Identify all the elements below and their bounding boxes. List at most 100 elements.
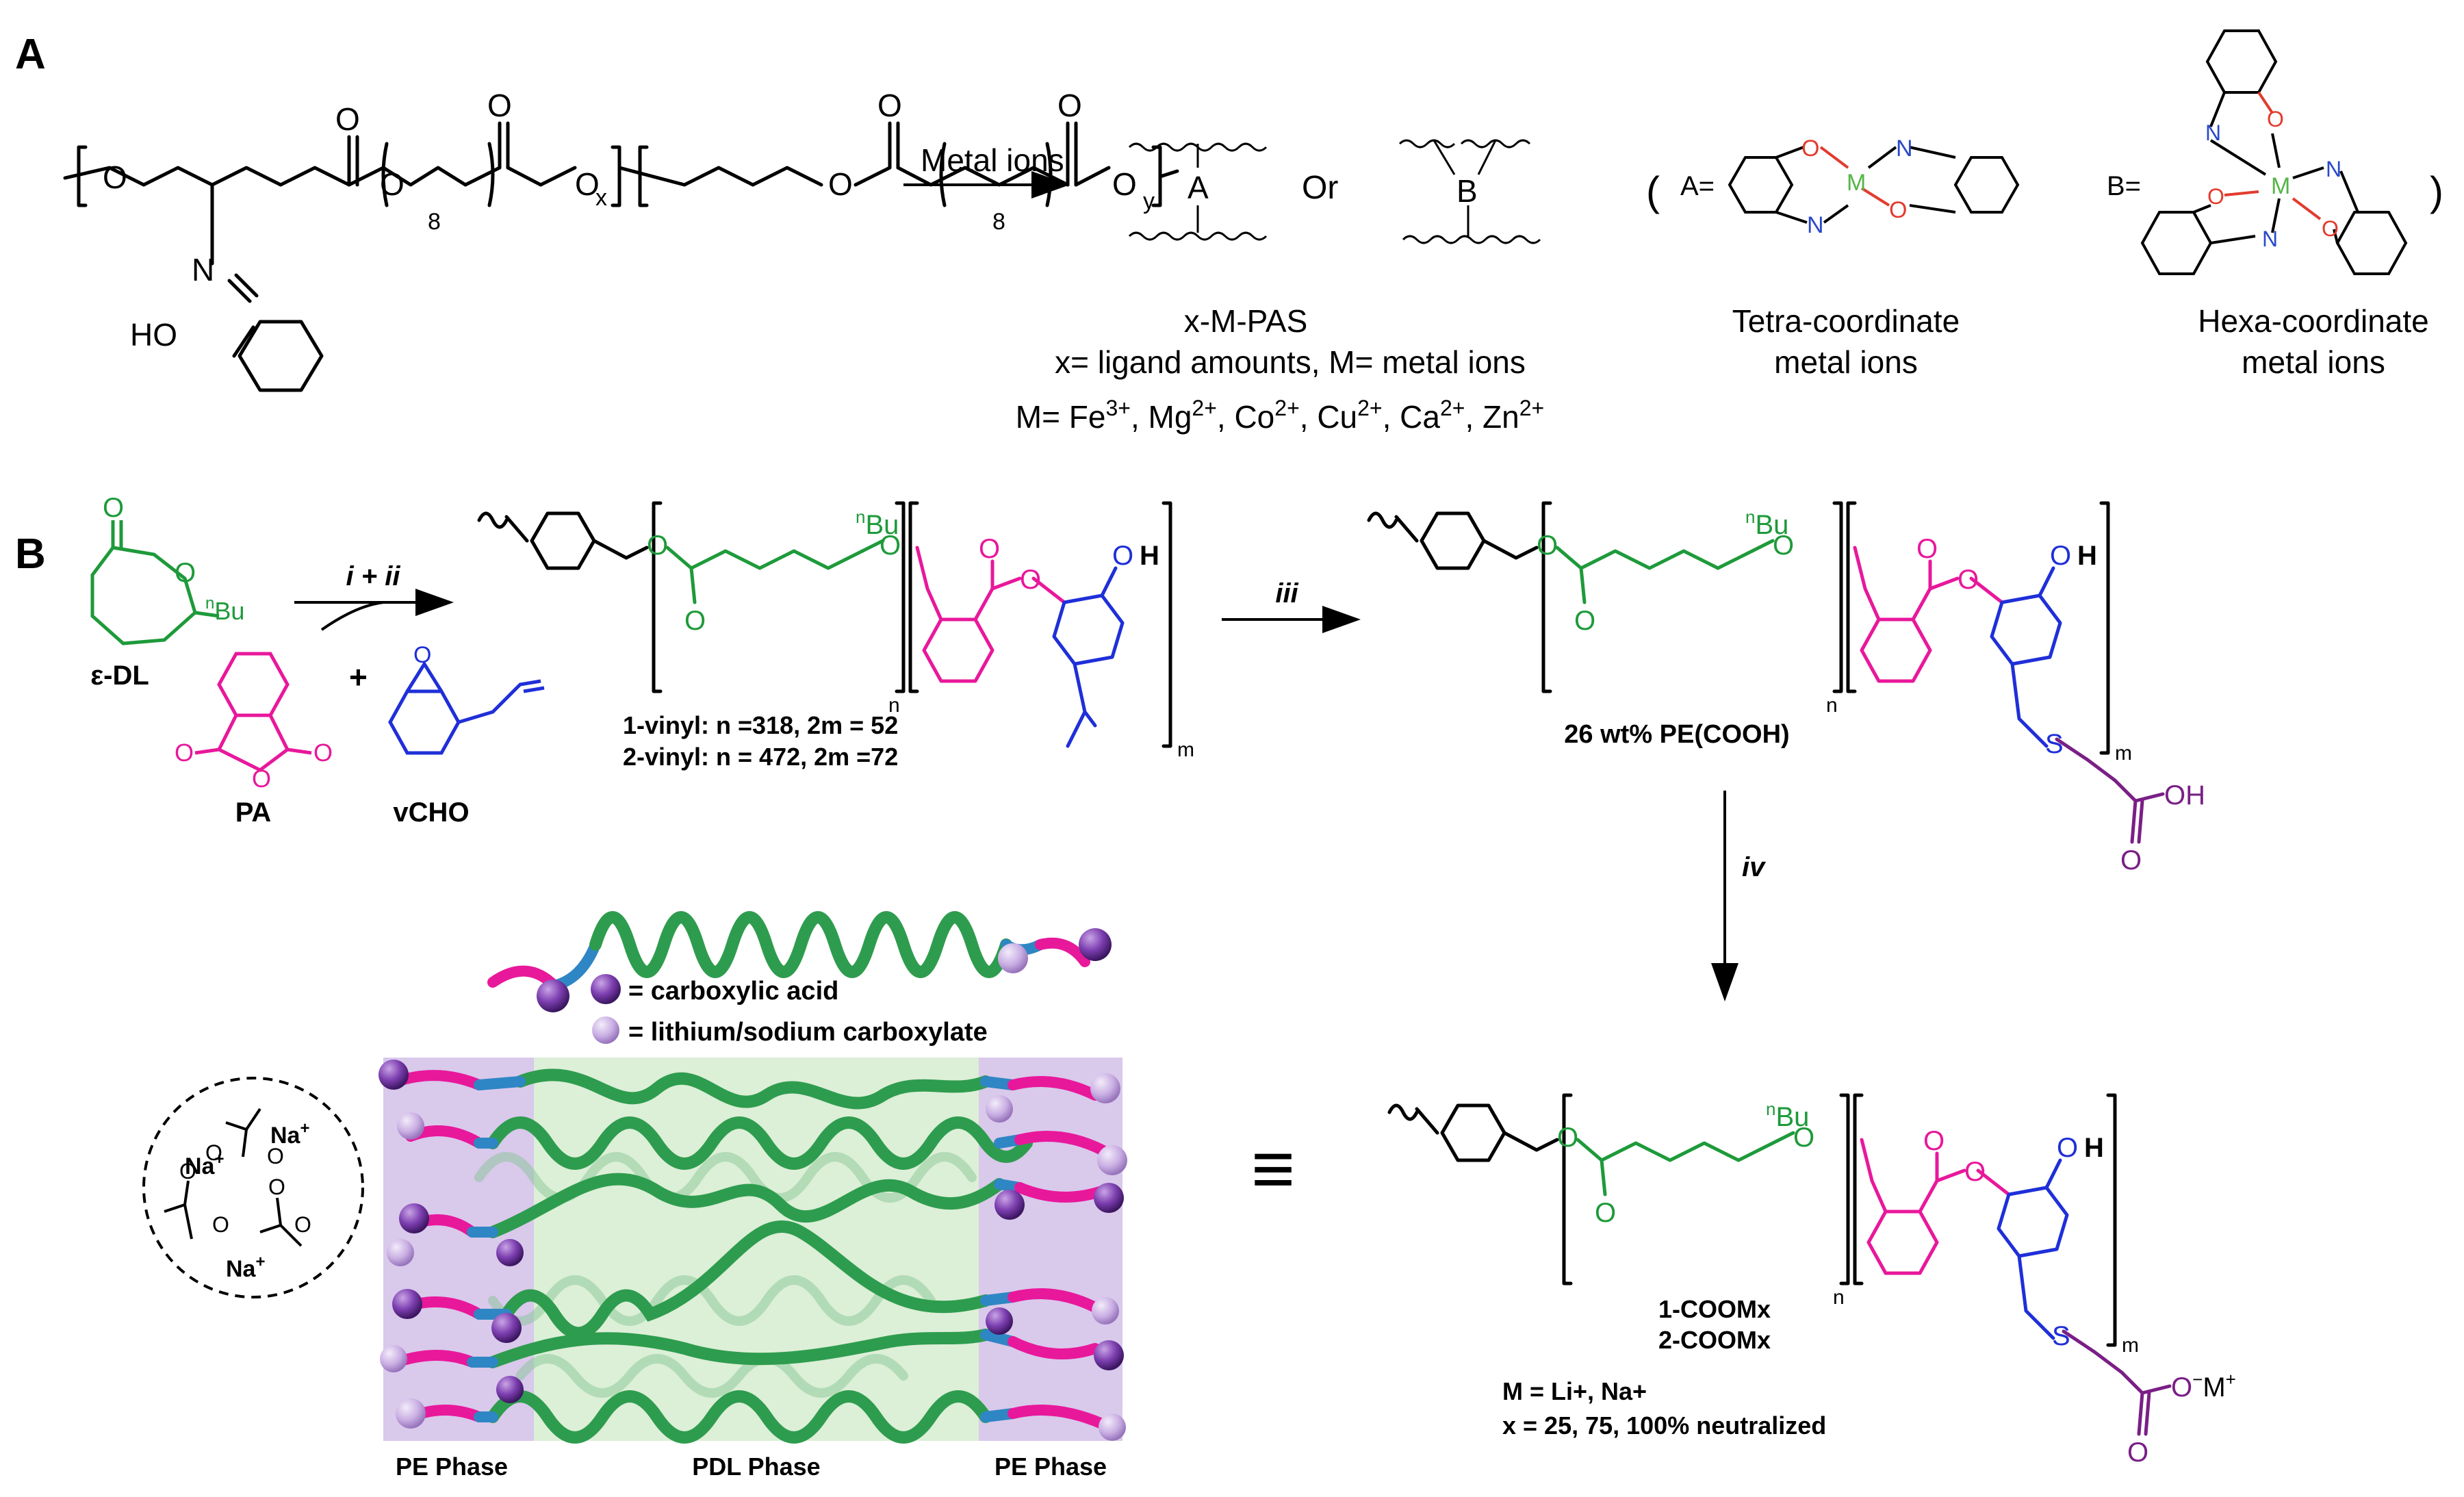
- paren-open: (: [1646, 168, 1660, 214]
- cluster-o-2: O: [267, 1144, 284, 1168]
- polymer-coo-s: S: [2052, 1321, 2070, 1351]
- svg-text:O: O: [103, 159, 127, 195]
- coom-label-1: 1-COOMx: [1658, 1295, 1771, 1323]
- polymer-vinyl-o-2: O: [684, 606, 706, 636]
- polymer-cooh-h: H: [2077, 541, 2097, 571]
- neutralization-label: x = 25, 75, 100% neutralized: [1502, 1411, 1826, 1440]
- tetra-o-1: O: [1801, 136, 1819, 162]
- node-b-letter: B: [1456, 173, 1478, 209]
- cluster-na-3: Na+: [226, 1253, 265, 1282]
- svg-text:N: N: [192, 252, 214, 287]
- polymer-cooh-o-3: O: [1773, 530, 1794, 561]
- ligand-atom-labels: O O O O 8 O x O O 8 O O y N HO: [103, 88, 1155, 353]
- svg-text:O: O: [877, 88, 902, 123]
- step-2-label: iii: [1275, 578, 1298, 609]
- dl-butyl: nBu: [205, 594, 244, 625]
- monomer-vcho-structure: [388, 661, 545, 755]
- hexa-o-top: O: [2267, 107, 2284, 131]
- phase-label-pdl: PDL Phase: [692, 1453, 820, 1481]
- polymer-vinyl-h: H: [1140, 541, 1159, 571]
- vinyl-2-composition: 2-vinyl: n = 472, 2m =72: [623, 743, 898, 771]
- tetra-label-1: Tetra-coordinate: [1732, 303, 1960, 339]
- polymer-cooh-oh: OH: [2164, 780, 2205, 810]
- hexa-n-right: N: [2326, 157, 2341, 181]
- vcho-oxygen: O: [413, 642, 431, 668]
- tetra-o-2: O: [1889, 197, 1907, 223]
- crosslink-node-a: [1128, 142, 1268, 241]
- svg-text:x: x: [595, 185, 607, 211]
- polymer-coo-o-1: O: [1557, 1123, 1578, 1153]
- dl-oxygen-ring: O: [175, 558, 196, 588]
- plus-sign: +: [349, 659, 368, 695]
- polymer-vinyl-structure: [477, 501, 1172, 748]
- polymer-coo-o-7: O: [2127, 1437, 2148, 1468]
- svg-text:HO: HO: [130, 317, 177, 353]
- monomer-dl-label: ε-DL: [90, 661, 149, 691]
- svg-text:O: O: [828, 166, 853, 202]
- legend-salt-bead: [592, 1016, 619, 1044]
- polymer-vinyl-o-3: O: [880, 530, 901, 561]
- pa-o-mid: O: [252, 765, 271, 793]
- svg-text:O: O: [1112, 166, 1137, 202]
- cluster-na-2: Na+: [185, 1150, 224, 1179]
- polymer-vinyl-sub-n: n: [888, 694, 900, 717]
- counterion-label: M = Li+, Na+: [1502, 1377, 1647, 1405]
- polymer-carboxylate-structure: [1387, 1093, 2172, 1436]
- polymer-vinyl-o-1: O: [647, 530, 668, 561]
- equivalence-symbol: ≡: [1251, 1127, 1295, 1211]
- hexa-n-bottom: N: [2262, 227, 2278, 251]
- paren-close: ): [2430, 168, 2443, 214]
- monomer-pa-label: PA: [235, 797, 272, 828]
- hexa-o-left: O: [2207, 184, 2224, 209]
- metal-ion-list: M= Fe3+, Mg2+, Co2+, Cu2+, Ca2+, Zn2+: [1016, 396, 1544, 435]
- svg-text:8: 8: [428, 209, 441, 235]
- polymer-coo-o-3: O: [1793, 1123, 1814, 1153]
- svg-text:O: O: [380, 166, 405, 202]
- polymer-vinyl-sub-m: m: [1177, 739, 1194, 761]
- single-chain-illustration: [487, 911, 1112, 1012]
- product-name: x-M-PAS: [1184, 303, 1308, 339]
- polymer-coo-om: O−M+: [2171, 1369, 2236, 1403]
- ligand-polymer-structure: [63, 121, 1179, 392]
- pa-o-right: O: [313, 739, 333, 767]
- legend-salt-text: = lithium/sodium carboxylate: [628, 1018, 988, 1047]
- crosslink-node-b: [1398, 139, 1541, 244]
- polymer-coo-o-6: O: [2057, 1133, 2078, 1163]
- polymer-cooh-sub-n: n: [1826, 694, 1838, 717]
- svg-text:O: O: [1057, 88, 1082, 123]
- polymer-coo-o-4: O: [1923, 1126, 1945, 1156]
- cluster-o-4: O: [212, 1212, 229, 1237]
- ionic-cluster: [142, 1077, 364, 1298]
- arrow-label-metal-ions: Metal ions: [921, 142, 1064, 178]
- hexa-label-2: metal ions: [2242, 344, 2385, 380]
- legend-acid-bead: [591, 974, 621, 1004]
- svg-text:O: O: [487, 88, 512, 123]
- tetra-complex-structure: [1728, 146, 2020, 224]
- cluster-o-5: O: [268, 1175, 285, 1199]
- polymer-coo-o-2: O: [1595, 1198, 1616, 1228]
- cluster-na-1: Na+: [270, 1119, 309, 1149]
- hexa-o-right: O: [2322, 216, 2339, 241]
- hexa-n-left: N: [2205, 120, 2221, 145]
- polymer-cooh-sub-m: m: [2115, 742, 2132, 765]
- tetra-metal: M: [1847, 170, 1866, 196]
- tetra-n-1: N: [1807, 212, 1824, 238]
- panel-label-b: B: [15, 530, 46, 578]
- polymer-vinyl-o-5: O: [1020, 565, 1041, 595]
- polymer-cooh-o-1: O: [1537, 530, 1558, 561]
- polymer-vinyl-o-4: O: [979, 534, 1000, 564]
- polymer-coo-sub-n: n: [1833, 1286, 1845, 1309]
- cluster-o-1: O: [205, 1140, 222, 1165]
- svg-text:8: 8: [992, 209, 1005, 235]
- phase-label-pe-left: PE Phase: [396, 1453, 508, 1481]
- polymer-cooh-s: S: [2045, 729, 2064, 759]
- step-1-label: i + ii: [346, 561, 401, 591]
- dl-oxygen-carbonyl: O: [103, 493, 124, 523]
- monomer-dl-structure: [90, 520, 220, 645]
- polymer-cooh-o-7: O: [2120, 845, 2142, 875]
- svg-text:y: y: [1143, 188, 1155, 214]
- pa-o-left: O: [175, 739, 194, 767]
- or-text: Or: [1302, 170, 1338, 206]
- svg-text:O: O: [335, 101, 360, 137]
